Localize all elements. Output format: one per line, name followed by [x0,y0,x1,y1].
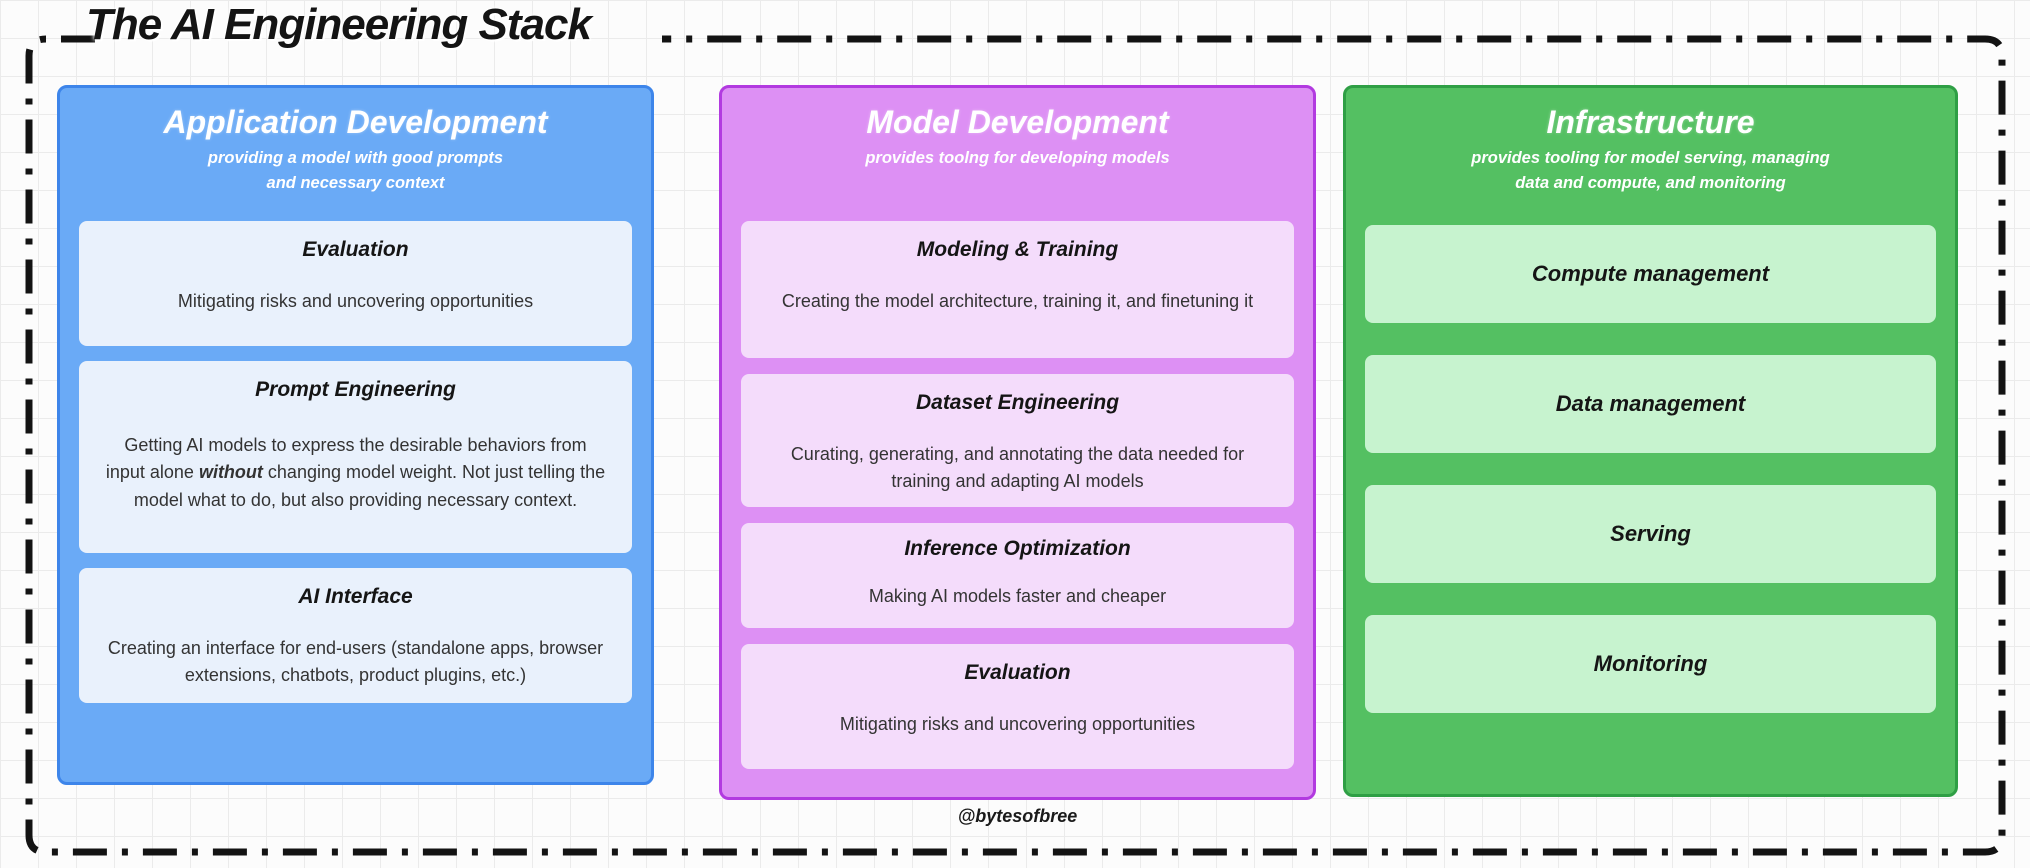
column-title: Infrastructure [1546,104,1755,140]
card-body: Curating, generating, and annotating the… [790,444,1245,492]
card-title: Dataset Engineering [915,391,1120,414]
column-subtitle: providing a model with good prompts and … [207,149,504,192]
card-evaluation: Evaluation Mitigating risks and uncoveri… [741,644,1294,769]
card-dataset-engineering: Dataset Engineering Curating, generating… [741,374,1294,507]
card-title: Data management [1555,391,1746,416]
column-header: Model Development provides toolng for de… [722,88,1313,221]
card-list: Evaluation Mitigating risks and uncoveri… [60,221,651,703]
card-list: Modeling & Training Creating the model a… [722,221,1313,769]
card-evaluation: Evaluation Mitigating risks and uncoveri… [79,221,632,346]
column-subtitle: provides tooling for model serving, mana… [1471,149,1830,192]
card-title: AI Interface [298,585,413,608]
card-data-management: Data management [1365,355,1936,453]
column-model-development: Model Development provides toolng for de… [719,85,1316,800]
column-header: Infrastructure provides tooling for mode… [1346,88,1955,225]
card-title: Serving [1610,521,1691,546]
card-title: Modeling & Training [916,238,1119,261]
card-body: Getting AI models to express the desirab… [105,435,606,510]
column-title: Application Development [163,104,548,140]
page-title: The AI Engineering Stack [86,0,592,49]
card-body: Making AI models faster and cheaper [868,586,1167,606]
card-compute-management: Compute management [1365,225,1936,323]
column-application-development: Application Development providing a mode… [57,85,654,785]
card-body: Creating an interface for end-users (sta… [107,638,604,686]
card-title: Evaluation [302,238,409,261]
card-list: Compute management Data management Servi… [1346,225,1955,713]
card-modeling-training: Modeling & Training Creating the model a… [741,221,1294,358]
card-title: Compute management [1531,261,1770,286]
card-body: Mitigating risks and uncovering opportun… [177,291,534,311]
card-body: Creating the model architecture, trainin… [781,291,1254,311]
card-title: Evaluation [964,661,1071,684]
card-serving: Serving [1365,485,1936,583]
column-infrastructure: Infrastructure provides tooling for mode… [1343,85,1958,797]
card-title: Prompt Engineering [255,378,456,401]
card-ai-interface: AI Interface Creating an interface for e… [79,568,632,703]
card-prompt-engineering: Prompt Engineering Getting AI models to … [79,361,632,553]
emphasis-without: without [198,462,263,483]
card-title: Monitoring [1593,651,1708,676]
card-title: Inference Optimization [904,537,1131,560]
card-inference-optimization: Inference Optimization Making AI models … [741,523,1294,628]
column-header: Application Development providing a mode… [60,88,651,221]
watermark-handle: @bytesofbree [957,806,1078,826]
column-subtitle: provides toolng for developing models [865,149,1170,167]
card-monitoring: Monitoring [1365,615,1936,713]
column-title: Model Development [866,104,1169,140]
card-body: Mitigating risks and uncovering opportun… [839,714,1196,734]
